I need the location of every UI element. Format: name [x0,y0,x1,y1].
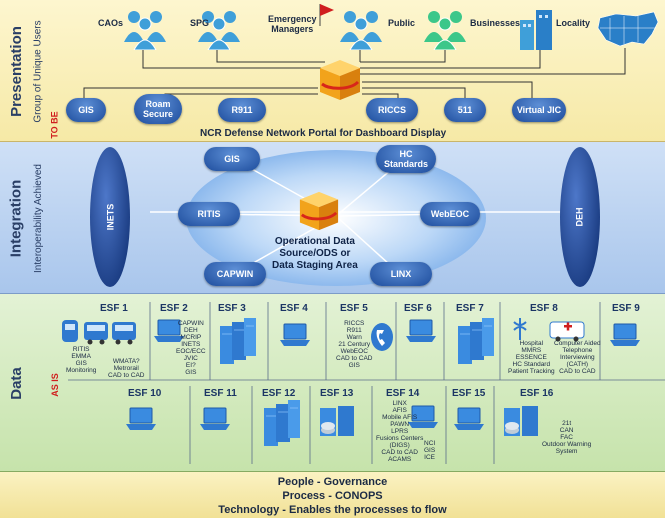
portal-node-511[interactable]: 511 [444,98,486,122]
int-node-hc-standards[interactable]: HC Standards [376,145,436,173]
esf-14-icon-wrap [408,404,438,435]
esf-3-title: ESF 3 [218,303,246,314]
people-group-icon [198,11,240,50]
footer-band [0,472,665,518]
esf-11-icon-wrap [200,406,230,437]
esf-16-icon-wrap [502,404,542,443]
esf-9-title: ESF 9 [612,303,640,314]
server-icon [320,406,354,436]
laptop-icon [406,319,436,342]
portal-node-virtual-jic[interactable]: Virtual JIC [512,98,566,122]
laptop-icon [126,407,156,430]
ods-cube-icon [299,191,339,231]
esf-8-title: ESF 8 [530,303,558,314]
server-rack-icon [458,318,494,364]
esf-1-icon-wrap [60,316,138,351]
people-group-icon [124,11,166,50]
esf-10-icon-wrap [126,406,156,437]
int-node-capwin[interactable]: CAPWIN [204,262,266,286]
user-label-public: Public [388,18,416,28]
esf-14-systems-secondary: NCI GIS ICE [424,440,436,461]
user-label-emergency-managers: Emergency Managers [268,14,317,34]
esf-2-icon-wrap [154,318,184,349]
footer-technology: Technology - Enables the processes to fl… [218,504,447,516]
laptop-icon [454,407,484,430]
inets-oval[interactable]: INETS [90,147,130,287]
people-group-icon [340,11,382,50]
portal-title: NCR Defense Network Portal for Dashboard… [200,128,447,139]
portal-node-roam-secure[interactable]: Roam Secure [134,94,182,124]
esf-16-title: ESF 16 [520,388,554,399]
esf-15-title: ESF 15 [452,388,486,399]
esf-2-systems: CAPWIN DEH MCRIP INETS EOC/ECC JVIC EI? … [176,320,206,376]
laptop-icon [200,407,230,430]
user-label-caos: CAOs [98,18,124,28]
user-label-businesses: Businesses [470,18,521,28]
esf-13-icon-wrap [318,404,358,443]
esf-7-title: ESF 7 [456,303,484,314]
esf-14-systems: LINX AFIS Mobile AFIS PAWN LPRS Fusions … [376,400,424,463]
esf-5-icon-wrap [370,322,394,357]
flag-icon [319,4,334,26]
deh-oval[interactable]: DEH [560,147,600,287]
esf-12-title: ESF 12 [262,388,296,399]
portal-node-r911[interactable]: R911 [218,98,266,122]
laptop-icon [280,323,310,346]
esf-8-icon-wrap [508,316,592,347]
buildings-icon [520,10,552,50]
esf-1-systems-secondary: WMATA? Metrorail CAD to CAD [108,358,145,379]
medical-icon [513,318,585,342]
portal-node-gis[interactable]: GIS [66,98,106,122]
esf-4-title: ESF 4 [280,303,308,314]
int-node-linx[interactable]: LINX [370,262,432,286]
server-icon [504,406,538,436]
esf-11-title: ESF 11 [204,388,237,399]
laptop-icon [408,405,438,428]
esf-10-title: ESF 10 [128,388,162,399]
int-node-webeoc[interactable]: WebEOC [420,202,480,226]
esf-8-systems-secondary: Computer Aided Telephone Interviewing (C… [554,340,601,375]
footer-process: Process - CONOPS [282,490,383,502]
esf-9-icon-wrap [610,322,640,353]
footer-people: People - Governance [277,476,388,488]
esf-12-icon-wrap [262,400,302,453]
esf-4-icon-wrap [280,322,310,353]
esf-14-title: ESF 14 [386,388,420,399]
phone-icon [371,323,393,351]
laptop-icon [154,319,184,342]
esf-grid [68,302,665,464]
esf-6-title: ESF 6 [404,303,432,314]
user-label-spg: SPG [190,18,210,28]
us-map-icon [597,11,659,47]
esf-1-systems: RITIS EMMA GIS Monitoring [66,346,97,374]
ods-title: Operational Data Source/ODS or Data Stag… [272,236,358,271]
transit-vehicles-icon [62,320,136,345]
esf-1-title: ESF 1 [100,303,128,314]
int-node-ritis[interactable]: RITIS [178,202,240,226]
portal-cube-icon [320,60,360,100]
esf-15-icon-wrap [454,406,484,437]
portal-node-riccs[interactable]: RICCS [366,98,418,122]
esf-16-systems: 21t CAN FAC Outdoor Warning System [542,420,592,455]
esf-3-icon-wrap [218,318,258,371]
esf-8-systems: Hospital MMRS ESSENCE HC Standard Patien… [508,340,555,375]
int-node-gis[interactable]: GIS [204,147,260,171]
server-rack-icon [220,318,256,364]
esf-5-systems: RICCS R911 Warn 21 Century WebEOC CAD to… [336,320,373,369]
esf-5-title: ESF 5 [340,303,368,314]
laptop-icon [610,323,640,346]
people-group-icon [424,11,466,50]
esf-2-title: ESF 2 [160,303,188,314]
server-rack-icon [264,400,300,446]
user-label-locality: Locality [556,18,591,28]
esf-6-icon-wrap [406,318,436,349]
esf-7-icon-wrap [456,318,496,371]
esf-13-title: ESF 13 [320,388,354,399]
